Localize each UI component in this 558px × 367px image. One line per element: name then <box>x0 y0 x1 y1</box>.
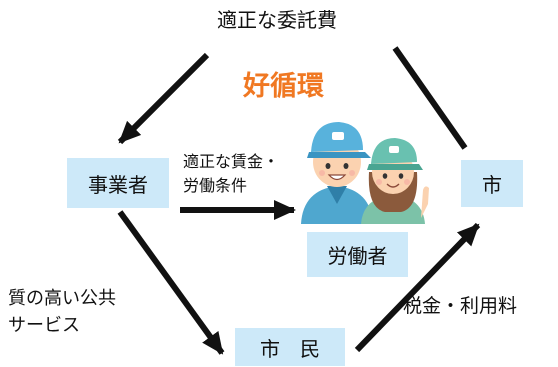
label-business-to-citizens-line2: サービス <box>8 315 80 336</box>
label-business-to-workers: 適正な賃金・ 労働条件 <box>183 150 279 198</box>
label-city-to-business: 適正な委託費 <box>217 8 337 32</box>
label-business-to-workers-line2: 労働条件 <box>183 176 248 195</box>
node-city: 市 <box>461 160 523 207</box>
node-business: 事業者 <box>67 158 169 208</box>
worker-woman <box>361 138 429 224</box>
node-citizens: 市 民 <box>235 328 345 366</box>
arrow-business-to-citizens <box>117 210 225 355</box>
diagram-title: 好循環 <box>243 71 324 102</box>
label-business-to-workers-line1: 適正な賃金・ <box>183 152 280 171</box>
label-business-to-citizens: 質の高い公共 サービス <box>8 285 116 339</box>
node-workers: 労働者 <box>307 232 408 277</box>
arrow-city-to-business <box>117 52 210 145</box>
worker-man <box>301 122 373 224</box>
label-business-to-citizens-line1: 質の高い公共 <box>8 288 116 309</box>
arrow-top-right <box>392 46 468 150</box>
workers-illustration <box>301 122 429 224</box>
label-citizens-to-city: 税金・利用料 <box>403 295 518 317</box>
arrow-citizens-to-city <box>354 222 481 353</box>
